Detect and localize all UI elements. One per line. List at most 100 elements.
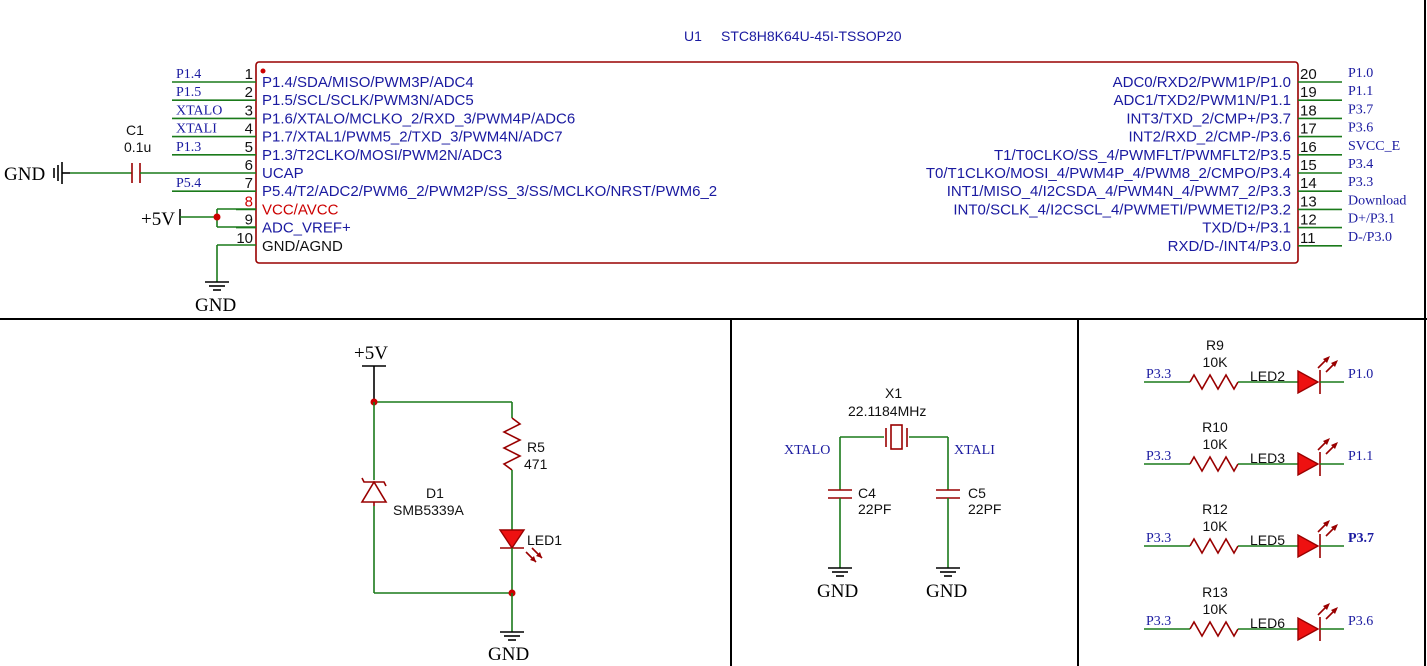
led1[interactable]: LED1: [498, 529, 562, 593]
pin-name-right-12: TXD/D+/P3.1: [1202, 220, 1291, 237]
led-ref: LED2: [1250, 368, 1285, 384]
net-label-out: P3.6: [1348, 614, 1373, 629]
net-label-right-18: P3.7: [1348, 102, 1373, 117]
led-arrow-head: [1331, 360, 1338, 367]
x1-crystal[interactable]: [840, 424, 948, 450]
led1-ref: LED1: [527, 532, 562, 548]
pin-name-right-13: INT0/SCLK_4/I2CSCL_4/PWMETI/PWMETI2/P3.2: [953, 201, 1291, 218]
resistor-value: 10K: [1203, 601, 1229, 617]
net-label-in: P3.3: [1146, 531, 1171, 546]
pin-name-right-14: INT1/MISO_4/I2CSDA_4/PWM4N_4/PWM7_2/P3.3: [947, 183, 1291, 200]
r5-ref: R5: [527, 439, 545, 455]
net-label-right-20: P1.0: [1348, 66, 1373, 81]
vcc-connection: +5V: [141, 208, 256, 230]
c1-ref: C1: [126, 122, 144, 138]
d1-ref: D1: [426, 485, 444, 501]
gnd-label-c1: GND: [4, 164, 45, 185]
led-arrow-head: [1331, 524, 1338, 531]
c4-value: 22PF: [858, 501, 891, 517]
pin-name-left-10: GND/AGND: [262, 238, 343, 255]
net-label-in: P3.3: [1146, 449, 1171, 464]
gnd-pin10: GND: [195, 244, 256, 316]
led-ref: LED3: [1250, 450, 1285, 466]
pin-number-right-16: 16: [1300, 139, 1317, 156]
net-label-left-2: P1.5: [176, 85, 201, 100]
led-triangle: [1297, 369, 1320, 395]
pin-number-right-11: 11: [1300, 230, 1316, 247]
pin-name-left-5: P1.3/T2CLKO/MOSI/PWM2N/ADC3: [262, 147, 502, 164]
x1-ref: X1: [885, 385, 902, 401]
led-arrow-head: [1323, 520, 1330, 527]
pin-number-left-8: 8: [245, 193, 253, 210]
u1-pin1-marker: [260, 68, 266, 74]
pin-name-left-7: P5.4/T2/ADC2/PWM6_2/PWM2P/SS_3/SS/MCLKO/…: [262, 183, 717, 200]
net-label-right-11: D-/P3.0: [1348, 230, 1392, 245]
net-label-in: P3.3: [1146, 367, 1171, 382]
resistor-zigzag: [1189, 455, 1239, 473]
pin-number-left-10: 10: [236, 230, 253, 247]
pin-number-right-13: 13: [1300, 193, 1317, 210]
r5-resistor[interactable]: R5 471: [502, 402, 548, 530]
led-ref: LED6: [1250, 615, 1285, 631]
pin-number-right-15: 15: [1300, 157, 1317, 174]
c1-capacitor[interactable]: C1 0.1u: [70, 122, 172, 183]
c4-ref: C4: [858, 485, 876, 501]
led-arrow-head: [1323, 356, 1330, 363]
net-label-right-17: P3.6: [1348, 121, 1373, 136]
u1-body: [255, 61, 1299, 264]
pin-name-left-8: VCC/AVCC: [262, 201, 339, 218]
gnd-symbol-c1: GND: [4, 162, 70, 185]
pin-number-left-9: 9: [245, 212, 253, 229]
net-xtalo-crystal: XTALO: [784, 443, 830, 458]
pin-number-left-1: 1: [245, 66, 253, 83]
led-triangle: [1297, 616, 1320, 642]
d1-zener-diode[interactable]: D1 SMB5339A: [360, 402, 464, 593]
pin-name-left-2: P1.5/SCL/SCLK/PWM3N/ADC5: [262, 92, 474, 109]
crystal-section: X1 22.1184MHz XTALO XTALI C4 22PF C5 22P…: [784, 385, 1001, 602]
c4-capacitor[interactable]: C4 22PF: [828, 485, 891, 568]
pin-name-left-3: P1.6/XTALO/MCLKO_2/RXD_3/PWM4P/ADC6: [262, 110, 575, 127]
gnd-label-c5: GND: [926, 581, 967, 602]
pin-name-right-20: ADC0/RXD2/PWM1P/P1.0: [1113, 74, 1291, 91]
power-indicator-section: +5V D1 SMB5339A R5 471: [354, 343, 562, 665]
gnd-label-c4: GND: [817, 581, 858, 602]
led-arrow-head: [1323, 438, 1330, 445]
pin-number-right-17: 17: [1300, 121, 1317, 138]
net-label-out: P1.1: [1348, 449, 1373, 464]
resistor-value: 10K: [1203, 436, 1229, 452]
c5-capacitor[interactable]: C5 22PF: [936, 485, 1001, 568]
pin-name-right-18: INT3/TXD_2/CMP+/P3.7: [1126, 110, 1291, 127]
pin-number-right-20: 20: [1300, 66, 1317, 83]
resistor-zigzag: [1189, 373, 1239, 391]
pin-name-left-1: P1.4/SDA/MISO/PWM3P/ADC4: [262, 74, 474, 91]
led-arrow-head: [1323, 603, 1330, 610]
c5-ref: C5: [968, 485, 986, 501]
led-triangle: [1297, 533, 1320, 559]
led-arrow-head: [1331, 607, 1338, 614]
pin-number-left-7: 7: [245, 175, 253, 192]
net-label-right-19: P1.1: [1348, 84, 1373, 99]
resistor-zigzag: [1189, 537, 1239, 555]
v5-label-u1: +5V: [141, 209, 175, 230]
pin-name-left-6: UCAP: [262, 165, 304, 182]
net-label-out: P3.7: [1348, 531, 1374, 546]
net-label-in: P3.3: [1146, 614, 1171, 629]
u1-right-pins: 20ADC0/RXD2/PWM1P/P1.0P1.019ADC1/TXD2/PW…: [926, 66, 1406, 255]
c1-value: 0.1u: [124, 139, 151, 155]
x1-value: 22.1184MHz: [848, 403, 926, 419]
led-ref: LED5: [1250, 532, 1285, 548]
junction-dot: [213, 213, 221, 221]
pin-number-right-18: 18: [1300, 102, 1317, 119]
pin-name-left-9: ADC_VREF+: [262, 220, 351, 237]
u1-ref: U1: [684, 28, 702, 44]
net-label-left-5: P1.3: [176, 140, 201, 155]
pin-number-left-6: 6: [245, 157, 253, 174]
